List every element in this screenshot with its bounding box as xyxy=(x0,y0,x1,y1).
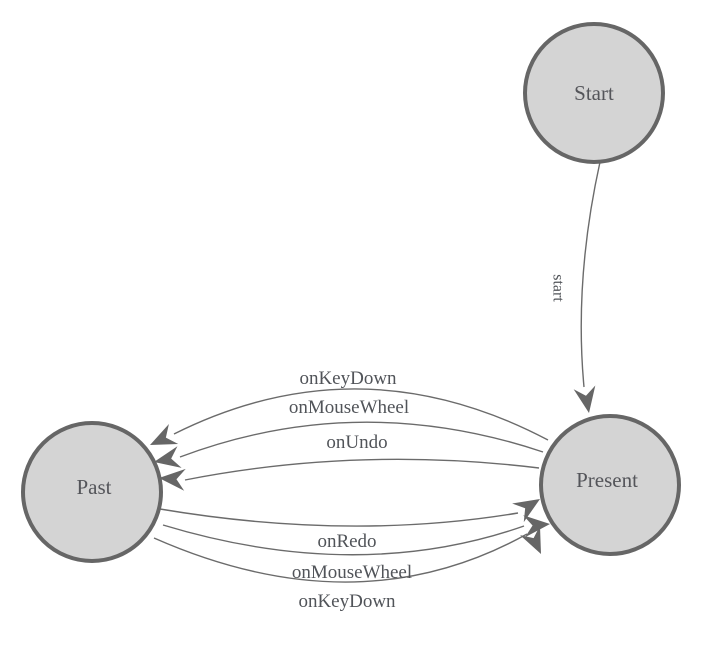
state-node-start[interactable] xyxy=(523,22,665,164)
edge-present-to-past-onmousewheel xyxy=(179,421,544,458)
edge-label-onkeydown-bottom: onKeyDown xyxy=(298,591,396,612)
state-node-past[interactable] xyxy=(21,421,163,563)
arrowhead-onredo-into-present xyxy=(512,499,540,523)
edge-label-onmousewheel-top: onMouseWheel xyxy=(289,397,409,418)
edge-label-onkeydown-top: onKeyDown xyxy=(299,368,397,389)
arrowhead-start-edge xyxy=(573,385,596,413)
arrowhead-onundo-into-past xyxy=(159,468,186,491)
edge-label-group: start onKeyDown onMouseWheel onUndo onRe… xyxy=(289,274,567,612)
edge-past-to-present-onredo xyxy=(159,508,519,527)
edge-label-onundo: onUndo xyxy=(326,432,387,453)
edge-present-to-past-onkeydown xyxy=(173,388,549,441)
state-node-past-label: Past xyxy=(76,475,111,499)
state-node-present-label: Present xyxy=(576,468,638,492)
edge-past-to-present-onkeydown xyxy=(153,533,528,583)
edge-group xyxy=(153,161,601,583)
arrowhead-onkeydown-into-past xyxy=(150,424,179,445)
edge-past-to-present-onmousewheel xyxy=(162,524,525,556)
state-node-start-label: Start xyxy=(574,81,614,105)
arrowhead-group xyxy=(150,385,596,554)
arrowhead-onmousewheel-into-present xyxy=(523,515,550,538)
edge-label-onredo: onRedo xyxy=(317,531,376,552)
edge-start-to-present xyxy=(580,161,601,388)
edge-label-onmousewheel-bottom: onMouseWheel xyxy=(292,562,412,583)
state-node-present[interactable] xyxy=(539,414,681,556)
node-group: Start Present Past xyxy=(21,22,681,563)
arrowhead-onkeydown-into-present xyxy=(520,525,541,554)
edge-label-start: start xyxy=(549,274,566,302)
edge-present-to-past-onundo xyxy=(184,458,540,481)
arrowhead-onmousewheel-into-past xyxy=(154,446,182,468)
